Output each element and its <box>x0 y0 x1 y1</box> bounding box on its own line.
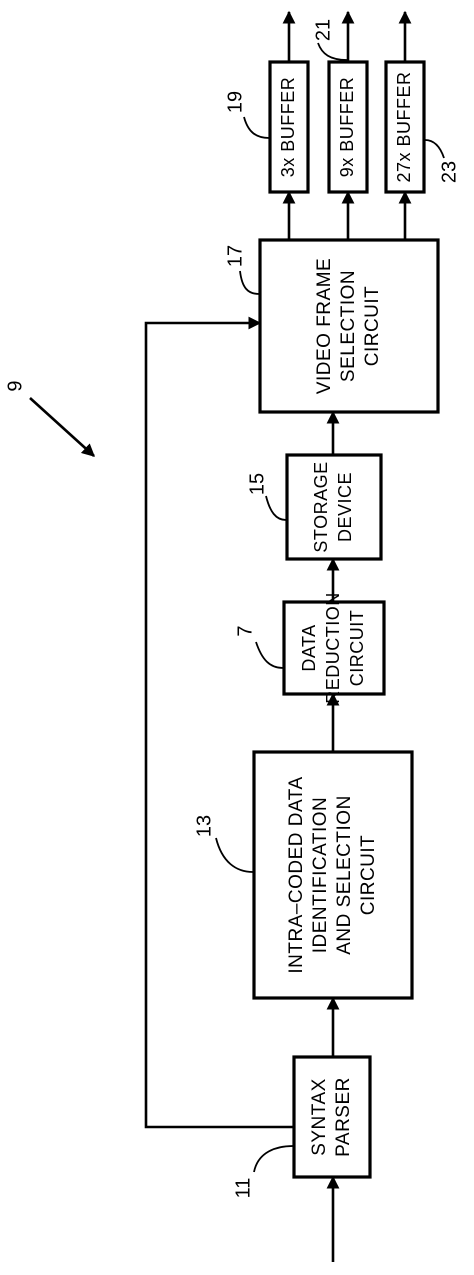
ref-11-leader <box>253 1145 294 1173</box>
buffer-9x-box <box>327 60 369 194</box>
buffer-9x-block: 9x BUFFER <box>327 60 369 194</box>
ref-13-leader <box>215 837 254 873</box>
data-reduction-block: DATA REDUCTION CIRCUIT <box>282 592 386 704</box>
ref-17: 17 <box>224 245 246 267</box>
ref-15: 15 <box>246 473 268 495</box>
buffer-27x-block: 27x BUFFER <box>384 60 426 194</box>
ref-15-leader <box>265 495 287 521</box>
intra-coded-label-line-2: IDENTIFICATION <box>310 797 331 954</box>
ref-7-leader <box>255 641 284 669</box>
data-reduction-label-line-2: REDUCTION <box>323 592 343 704</box>
syntax-parser-box <box>292 1055 372 1179</box>
ref-13: 13 <box>193 815 215 837</box>
intra-coded-box <box>252 750 414 1000</box>
ref-21: 21 <box>312 19 334 41</box>
syntax-parser-block: SYNTAX PARSER <box>292 1055 372 1179</box>
ref-9-pointer <box>29 397 95 457</box>
data-reduction-label-line-3: CIRCUIT <box>347 610 367 687</box>
ref-23: 23 <box>438 161 460 183</box>
intra-coded-label-line-4: CIRCUIT <box>358 835 379 916</box>
syntax-parser-label-line-1: SYNTAX <box>309 1078 330 1156</box>
ref-11: 11 <box>232 1178 254 1199</box>
ref-17-leader <box>239 270 260 295</box>
video-frame-selection-label-line-2: SELECTION <box>338 270 359 382</box>
intra-coded-label-line-3: AND SELECTION <box>334 795 355 955</box>
storage-device-label-line-2: DEVICE <box>335 472 355 542</box>
intra-coded-label-line-1: INTRA–CODED DATA <box>286 776 307 973</box>
video-frame-selection-label-line-3: CIRCUIT <box>362 286 383 367</box>
buffer-3x-box <box>268 60 310 194</box>
video-frame-selection-block: VIDEO FRAME SELECTION CIRCUIT <box>258 238 440 414</box>
buffer-9x-label: 9x BUFFER <box>337 77 357 178</box>
ref-23-leader <box>424 139 445 159</box>
ref-21-leader <box>317 42 348 61</box>
ref-7: 7 <box>234 625 256 636</box>
buffer-27x-label: 27x BUFFER <box>394 71 414 182</box>
storage-device-label-line-1: STORAGE <box>311 461 331 552</box>
bypass-line-parser-to-selection <box>144 316 294 1129</box>
data-reduction-label-line-1: DATA <box>299 624 319 671</box>
ref-19-leader <box>243 116 270 139</box>
buffer-3x-block: 3x BUFFER <box>268 60 310 194</box>
intra-coded-block: INTRA–CODED DATA IDENTIFICATION AND SELE… <box>252 750 414 1000</box>
ref-19: 19 <box>224 91 246 113</box>
buffer-27x-box <box>384 60 426 194</box>
buffer-3x-label: 3x BUFFER <box>278 77 298 178</box>
storage-device-block: STORAGE DEVICE <box>285 453 383 561</box>
data-reduction-box <box>282 600 386 696</box>
ref-9: 9 <box>4 380 26 391</box>
syntax-parser-label-line-2: PARSER <box>333 1077 354 1157</box>
video-frame-selection-label-line-1: VIDEO FRAME <box>314 258 335 394</box>
storage-device-box <box>285 453 383 561</box>
video-frame-selection-box <box>258 238 440 414</box>
